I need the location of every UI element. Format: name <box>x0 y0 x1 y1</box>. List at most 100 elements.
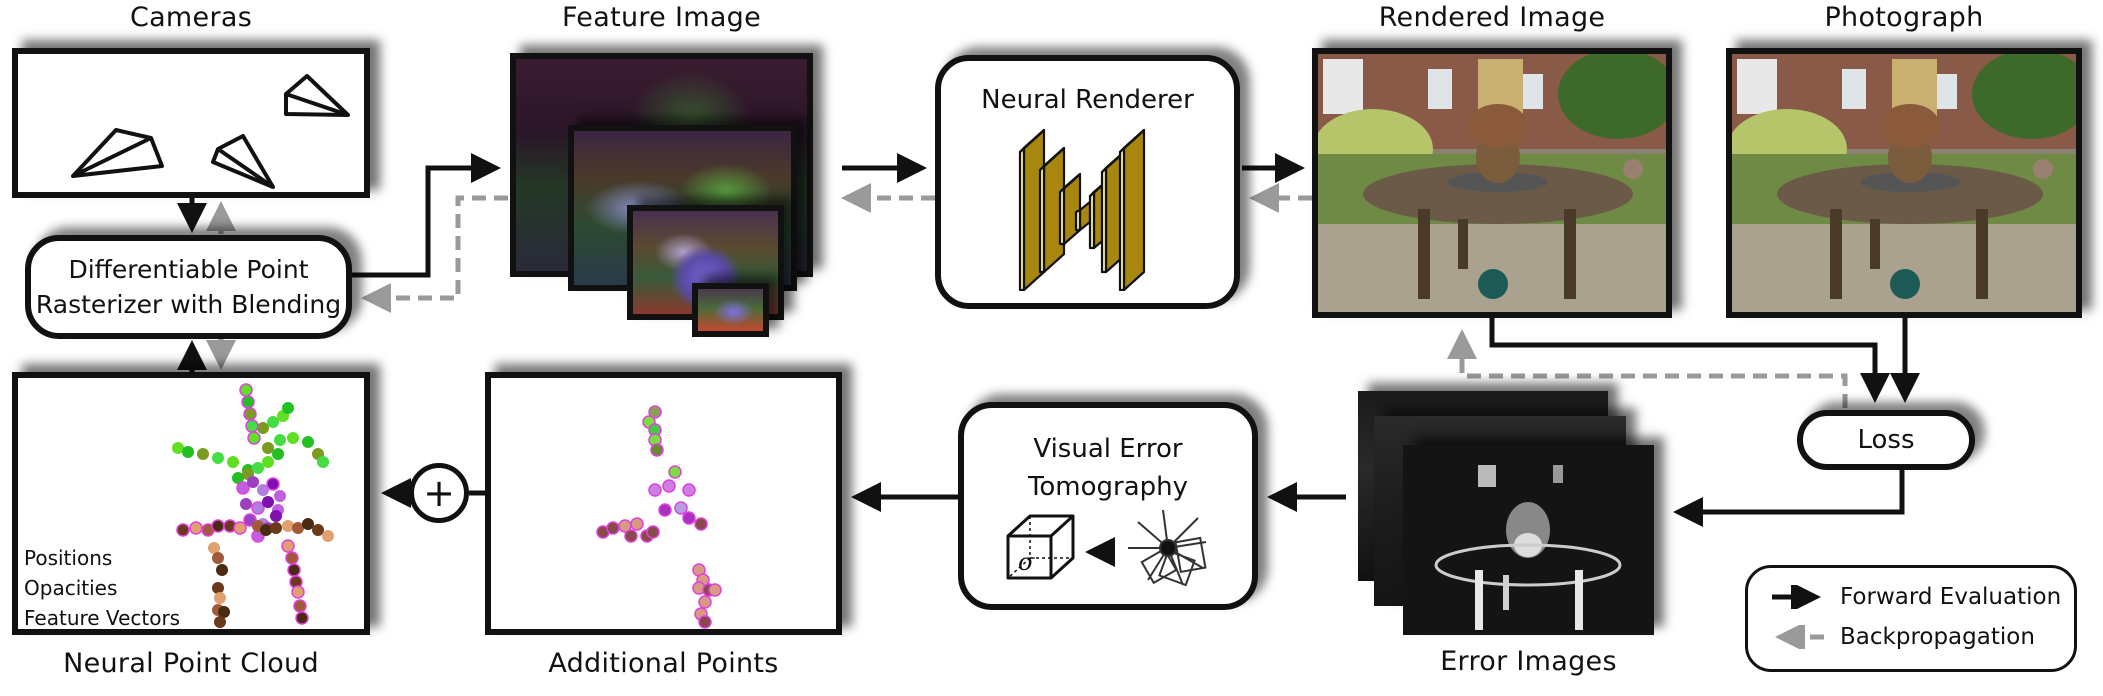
legend-backward: Backpropagation <box>1768 624 2035 650</box>
point-dot <box>212 552 224 564</box>
point-dot <box>694 517 708 531</box>
point-dot <box>197 448 209 460</box>
point-dot <box>648 483 662 497</box>
attr-feature-vectors: Feature Vectors <box>24 606 181 630</box>
point-dot <box>227 456 239 468</box>
point-dot <box>648 405 662 419</box>
point-dot <box>262 496 274 508</box>
point-dot <box>282 402 294 414</box>
point-dot <box>247 476 259 488</box>
attr-opacities: Opacities <box>24 576 118 600</box>
point-dot <box>274 490 286 502</box>
point-dot <box>322 530 334 542</box>
point-dot <box>212 582 224 594</box>
point-dot <box>262 442 274 454</box>
point-dot <box>208 542 220 554</box>
point-dot <box>214 592 226 604</box>
loss-node: Loss <box>1797 410 1975 470</box>
legend-forward-label: Forward Evaluation <box>1840 584 2062 610</box>
loss-label: Loss <box>1857 424 1915 455</box>
point-dot <box>662 479 676 493</box>
garden-scene-render <box>1318 54 1666 312</box>
legend-forward: Forward Evaluation <box>1768 584 2061 610</box>
point-dot <box>214 616 226 628</box>
neural-renderer-node: Neural Renderer <box>935 55 1240 309</box>
point-dot <box>272 448 284 460</box>
backprop-feature-to-rasterizer <box>361 195 508 313</box>
vet-label-line1: Visual Error <box>1033 434 1183 464</box>
point-dot <box>285 551 299 565</box>
point-dot <box>658 503 672 517</box>
arrow-rendered-to-loss <box>1489 318 1890 403</box>
point-dot <box>212 452 224 464</box>
error-map <box>1403 445 1654 635</box>
point-dot <box>606 521 620 535</box>
error-image-front <box>1403 445 1654 635</box>
point-dot <box>630 517 644 531</box>
point-dot <box>682 483 696 497</box>
rendered-image <box>1312 48 1672 318</box>
photograph-image <box>1726 48 2082 318</box>
point-dot <box>274 434 286 446</box>
neural-renderer-label: Neural Renderer <box>981 85 1194 115</box>
point-dot <box>312 524 324 536</box>
point-dot <box>291 585 305 599</box>
point-dot <box>211 519 225 533</box>
additional-points-plot <box>596 405 722 629</box>
point-dot <box>317 456 329 468</box>
feature-image-title: Feature Image <box>561 2 762 33</box>
point-dot <box>624 529 638 543</box>
point-dot <box>698 595 712 609</box>
point-dot <box>232 472 244 484</box>
visual-error-tomography-node: Visual Error Tomography σ <box>958 402 1258 610</box>
point-dot <box>287 432 299 444</box>
neural-point-cloud-panel: Positions Opacities Feature Vectors <box>12 372 370 635</box>
point-dot <box>260 524 272 536</box>
point-dot <box>682 511 696 525</box>
point-dot <box>189 521 203 535</box>
rasterizer-label-line2: Rasterizer with Blending <box>35 290 342 319</box>
ray-projections-icon <box>1128 510 1207 587</box>
rasterizer-label-line1: Differentiable Point <box>68 255 309 284</box>
point-dot <box>650 443 664 457</box>
point-dot <box>282 520 294 532</box>
point-dot <box>218 606 230 618</box>
cameras-panel <box>12 48 370 198</box>
cameras-title: Cameras <box>129 2 253 33</box>
forward-arrow-icon <box>1772 585 1821 609</box>
point-dot <box>251 501 265 515</box>
point-dot <box>668 465 682 479</box>
plus-combine-node: + <box>409 463 469 523</box>
point-dot <box>270 522 282 534</box>
point-dot <box>239 383 253 397</box>
point-dot <box>292 522 304 534</box>
point-dot <box>247 431 261 445</box>
rendered-image-title: Rendered Image <box>1378 2 1606 33</box>
point-dot <box>698 615 712 629</box>
point-dot <box>295 611 309 625</box>
point-dot <box>302 518 314 530</box>
voxel-cube-icon <box>1006 514 1075 580</box>
point-dot <box>266 477 280 491</box>
point-dot <box>236 481 250 495</box>
point-dot <box>252 462 264 474</box>
error-images-title: Error Images <box>1440 646 1617 677</box>
vet-label-line2: Tomography <box>1027 472 1189 502</box>
point-dot <box>240 498 252 510</box>
additional-points-title: Additional Points <box>548 648 779 679</box>
attr-positions: Positions <box>24 546 113 570</box>
point-dot <box>233 521 247 535</box>
point-dot <box>302 436 314 448</box>
unet-icon <box>1018 128 1145 291</box>
backprop-arrow-icon <box>1775 625 1824 649</box>
point-dot <box>267 416 279 428</box>
arrow-loss-to-errorimages <box>1673 468 1905 527</box>
point-dot <box>287 563 301 577</box>
camera-frustum-icon <box>211 134 275 189</box>
camera-frustum-icon <box>71 128 164 178</box>
garden-scene-photo <box>1732 54 2076 312</box>
point-dot <box>257 422 269 434</box>
point-dot <box>216 564 228 576</box>
point-dot <box>674 501 688 515</box>
photograph-title: Photograph <box>1824 2 1984 33</box>
